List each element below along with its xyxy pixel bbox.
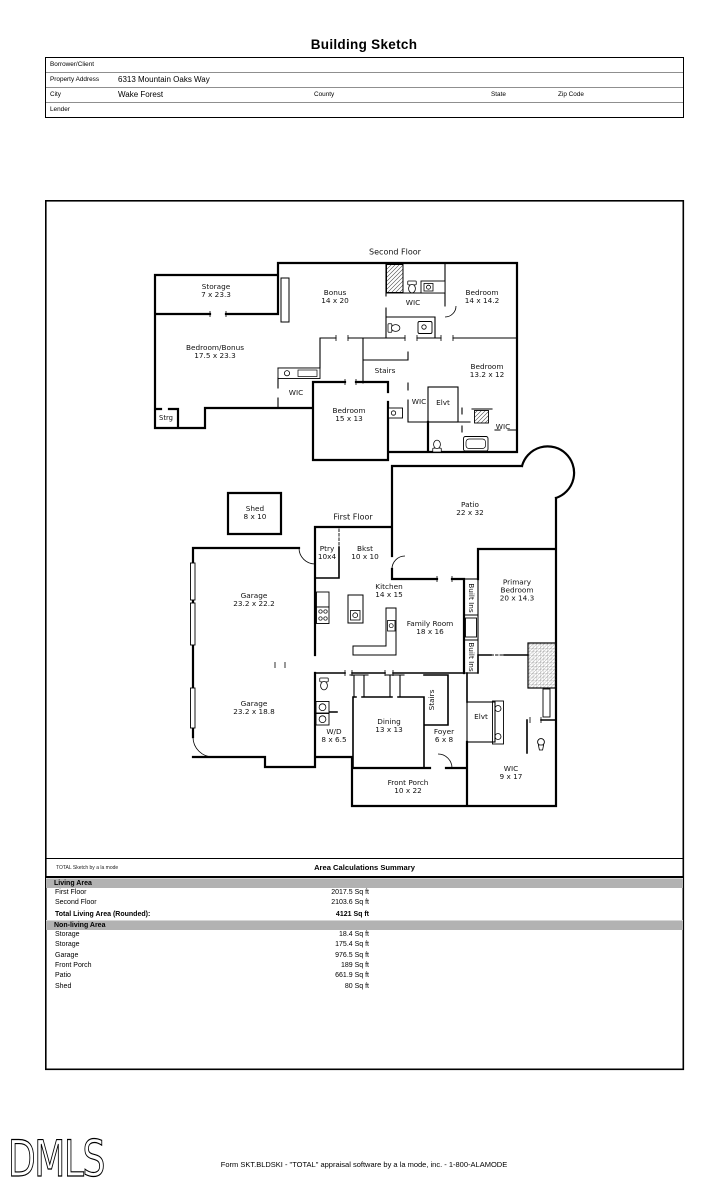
row-label: First Floor: [55, 889, 87, 896]
form-row-borrower: Borrower/Client: [46, 58, 683, 72]
row-label: Patio: [55, 972, 71, 980]
nonliving-area-header: Non-living Area: [54, 921, 106, 929]
property-form: Borrower/Client Property Address 6313 Mo…: [45, 57, 684, 118]
summary-title: Area Calculations Summary: [314, 863, 415, 872]
county-label: County: [314, 91, 335, 98]
dmls-logo: DMLS: [8, 1130, 106, 1188]
shower-icon: [474, 410, 489, 424]
lender-label: Lender: [50, 106, 70, 113]
sink-icon: [417, 321, 433, 334]
summary-row: Second Floor 2103.6 Sq ft: [46, 898, 683, 908]
page-title: Building Sketch: [310, 37, 418, 52]
second-floor-fixtures: [277, 264, 489, 453]
pedestal-sink-icon: [537, 738, 545, 751]
row-label: Second Floor: [55, 899, 97, 907]
form-row-city: City Wake Forest County State Zip Code: [46, 87, 683, 102]
door-arcs: [192, 305, 457, 769]
row-value: 661.9 Sq ft: [335, 972, 369, 980]
shower-icon: [386, 264, 404, 293]
counter-icon: [316, 591, 330, 608]
first-floor-fixtures: [315, 591, 545, 751]
row-value: 175.4 Sq ft: [335, 941, 369, 949]
summary-row: First Floor 2017.5 Sq ft: [46, 888, 683, 898]
vanity-icon: [277, 367, 321, 379]
stove-icon: [316, 606, 330, 624]
second-floor-walls: [153, 261, 519, 462]
city-label: City: [50, 91, 62, 98]
area-calculations-summary: TOTAL Sketch by a la mode Area Calculati…: [46, 858, 683, 992]
dryer-icon: [315, 713, 330, 726]
tiled-shower-icon: [527, 642, 557, 689]
toilet-icon: [407, 280, 417, 294]
toilet-icon: [319, 677, 329, 691]
city-value: Wake Forest: [118, 90, 164, 99]
sink-icon: [387, 620, 396, 632]
nonliving-area-band: Non-living Area: [46, 919, 683, 930]
summary-row: Front Porch 189 Sq ft: [46, 961, 683, 971]
summary-row: Shed 80 Sq ft: [46, 982, 683, 992]
toilet-icon: [432, 439, 442, 453]
summary-total-row: Total Living Area (Rounded): 4121 Sq ft: [46, 909, 683, 920]
counter-icon: [352, 607, 397, 656]
zip-label: Zip Code: [558, 91, 584, 98]
property-address-label: Property Address: [50, 76, 100, 83]
bathtub-icon: [463, 436, 489, 452]
row-label: Garage: [55, 951, 79, 959]
row-label: Storage: [55, 941, 80, 949]
row-value: 18.4 Sq ft: [339, 930, 369, 938]
form-row-address: Property Address 6313 Mountain Oaks Way: [46, 72, 683, 87]
summary-row: Storage 175.4 Sq ft: [46, 940, 683, 950]
summary-row: Storage 18.4 Sq ft: [46, 930, 683, 940]
row-label: Storage: [55, 930, 80, 938]
row-value: 976.5 Sq ft: [335, 951, 369, 959]
first-floor-walls: [190, 445, 576, 808]
living-area-band: Living Area: [46, 878, 683, 888]
total-sketch-watermark: TOTAL Sketch by a la mode: [56, 865, 119, 871]
total-label: Total Living Area (Rounded):: [55, 910, 151, 918]
form-row-lender: Lender: [46, 102, 683, 117]
borrower-label: Borrower/Client: [50, 61, 95, 68]
footer-form-text: Form SKT.BLDSKI - "TOTAL" appraisal soft…: [220, 1160, 508, 1169]
row-label: Front Porch: [55, 961, 92, 969]
row-value: 2017.5 Sq ft: [331, 889, 369, 896]
sketch-border: [44, 200, 685, 1071]
row-value: 2103.6 Sq ft: [331, 899, 369, 907]
garage-door-icon: [190, 687, 196, 729]
living-area-header: Living Area: [54, 880, 92, 887]
garage-door-icon: [190, 602, 196, 646]
row-value: 80 Sq ft: [344, 982, 369, 990]
summary-row: Garage 976.5 Sq ft: [46, 951, 683, 961]
opening-ticks: [209, 311, 542, 723]
summary-header: TOTAL Sketch by a la mode Area Calculati…: [46, 859, 683, 878]
total-value: 4121 Sq ft: [335, 910, 369, 918]
summary-row: Patio 661.9 Sq ft: [46, 971, 683, 981]
row-label: Shed: [55, 982, 72, 990]
toilet-icon: [387, 323, 401, 333]
washer-icon: [315, 701, 330, 714]
row-value: 189 Sq ft: [340, 961, 369, 969]
property-address-value: 6313 Mountain Oaks Way: [118, 75, 210, 84]
state-label: State: [491, 91, 506, 98]
garage-door-icon: [190, 562, 196, 601]
